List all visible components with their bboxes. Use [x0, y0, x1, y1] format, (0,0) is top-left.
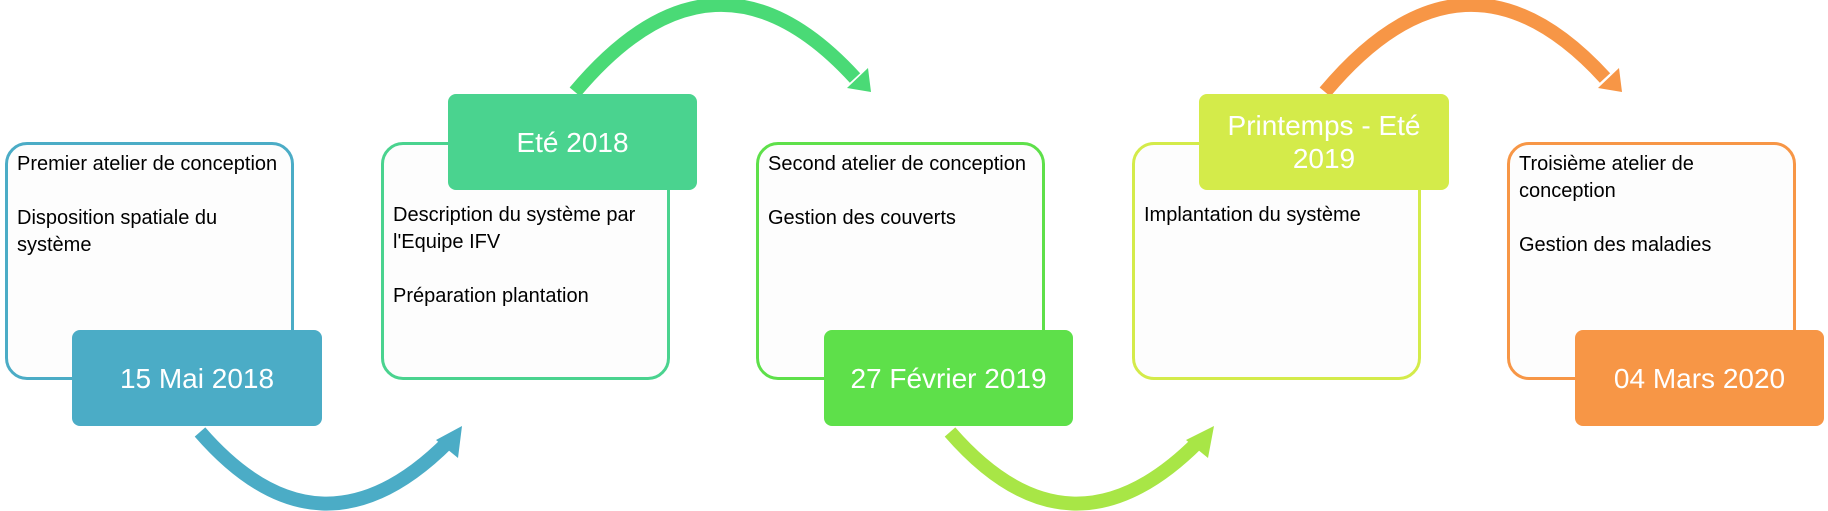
- curved-arrow-icon: [194, 426, 462, 511]
- curved-arrow-icon: [569, 0, 871, 97]
- step-1-detail: Disposition spatiale du système: [17, 207, 218, 256]
- curved-arrow-icon: [1319, 0, 1622, 97]
- step-4-date: Printemps - Eté 2019: [1199, 94, 1449, 190]
- step-5-date: 04 Mars 2020: [1575, 330, 1824, 426]
- step-3-date: 27 Février 2019: [824, 330, 1073, 426]
- step-4-title: Implantation du système: [1144, 204, 1361, 226]
- step-3-detail: Gestion des couverts: [768, 207, 956, 229]
- step-5-detail: Gestion des maladies: [1519, 234, 1712, 256]
- step-2-date: Eté 2018: [448, 94, 697, 190]
- step-1-title: Premier atelier de conception: [17, 153, 278, 175]
- step-2-title: Description du système par l'Equipe IFV: [393, 204, 636, 253]
- step-5-title: Troisième atelier de conception: [1519, 153, 1694, 202]
- curved-arrow-icon: [944, 426, 1214, 511]
- step-1-date: 15 Mai 2018: [72, 330, 322, 426]
- step-3-title: Second atelier de conception: [768, 153, 1026, 175]
- step-2-detail: Préparation plantation: [393, 285, 589, 307]
